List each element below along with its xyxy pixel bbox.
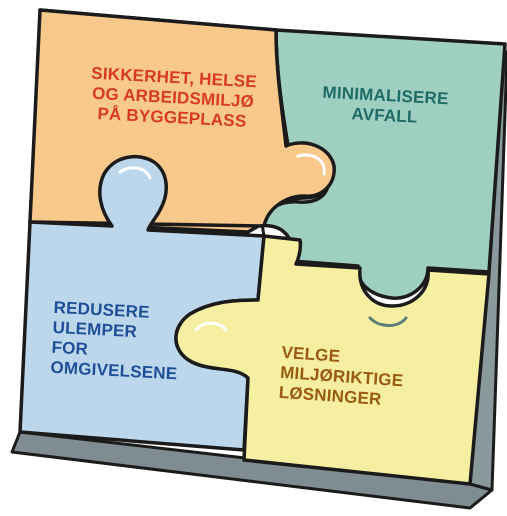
shine-orange (296, 153, 326, 176)
shine-blue (118, 166, 152, 180)
piece-bottom-right (174, 234, 491, 486)
seam-top (260, 223, 266, 237)
shine-teal (368, 316, 408, 327)
shine-yellow (194, 321, 228, 332)
